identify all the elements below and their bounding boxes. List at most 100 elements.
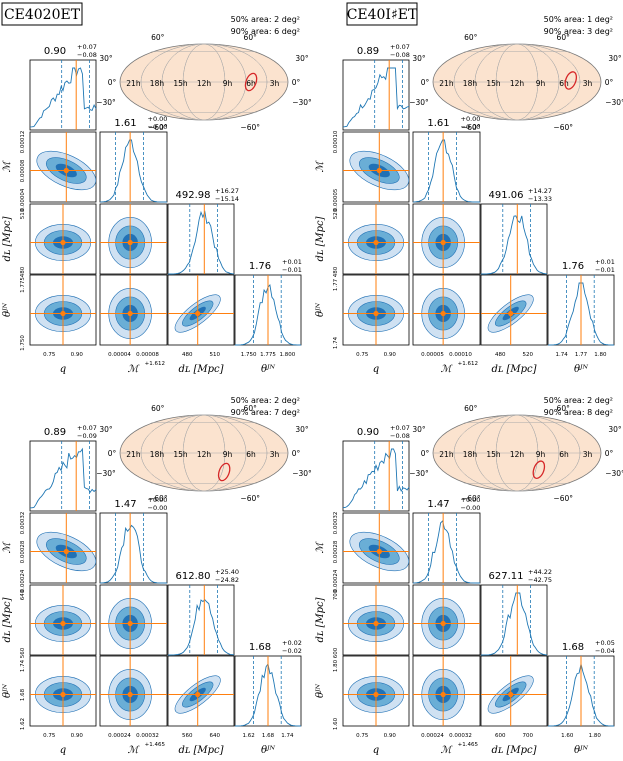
x-tick-label: 1.62 (242, 733, 254, 739)
marginal-frame (167, 584, 235, 656)
sky-ra-label-9h: 9h (536, 450, 546, 459)
y-axis-label-2: dʟ [Mpc] (2, 597, 13, 642)
y-tick-label: 640 (20, 589, 26, 600)
marginal-title-plus: +16.27 (215, 187, 239, 195)
sky-dec-label-0: 0° (292, 449, 301, 458)
sky-ra-label-6h: 6h (246, 450, 256, 459)
marginal-frame (342, 440, 410, 512)
y-tick-label: 480 (20, 266, 26, 277)
x-axis-label-2: ℳ (128, 364, 140, 375)
x-axis-label-2: ℳ (128, 745, 140, 756)
marginal-title-value: 627.11 (489, 571, 524, 582)
sky-dec-label-0: 0° (292, 78, 301, 87)
detector-tag: CE40I♯ET (346, 2, 418, 26)
y-tick-label: 1.775 (20, 277, 26, 293)
sky-dec-label-m60: −60° (553, 494, 573, 503)
marginal-title-plus: +0.01 (595, 258, 615, 266)
sky-dec-label-0: 0° (605, 449, 614, 458)
sky-dec-label-60: 60° (557, 404, 571, 413)
joint-panel-1-0 (342, 131, 410, 203)
sky-ra-label-6h: 6h (559, 450, 569, 459)
x-axis-label-1: q (60, 745, 66, 756)
x-tick-label: 0.90 (384, 733, 397, 739)
x-offset-label: +1.465 (145, 742, 166, 748)
marginal-panel-4: 1.76+0.01−0.01 (234, 258, 302, 346)
marginal-title-value: 1.61 (427, 118, 449, 129)
marginal-title-minus: −0.00 (148, 504, 168, 512)
x-axis-label-4: θᴶᴺ (261, 364, 276, 375)
y-axis-label-3: θᴶᴺ (2, 683, 13, 698)
sky-ra-label-15h: 15h (173, 450, 188, 459)
sky-dec-label-30: 30° (412, 54, 426, 63)
y-tick-label: 480 (333, 266, 339, 277)
sky-localization-contour (564, 71, 578, 90)
joint-panel-3-0 (29, 655, 97, 727)
marginal-title-plus: +0.02 (282, 639, 302, 647)
y-tick-label: 0.00024 (333, 569, 339, 592)
marginal-title-value: 1.61 (114, 118, 136, 129)
sky-dec-label-m30: −30° (409, 469, 429, 478)
x-offset-label: +1.612 (458, 361, 478, 367)
x-axis-label-1: q (373, 745, 379, 756)
sky-dec-label-60: 60° (151, 404, 165, 413)
y-tick-label: 1.74 (20, 659, 26, 672)
marginal-frame (99, 512, 168, 584)
y-tick-label: 0.00032 (20, 512, 26, 535)
marginal-title-plus: +0.00 (148, 496, 168, 504)
sky-ra-label-18h: 18h (150, 79, 165, 88)
x-tick-label: 0.75 (43, 733, 56, 739)
x-tick-label: 1.800 (280, 352, 296, 358)
marginal-histogram (413, 139, 480, 203)
x-tick-label: 0.00024 (421, 733, 444, 739)
marginal-panel-2: 1.61+0.00−0.00 (99, 115, 167, 203)
sky-dec-label-30: 30° (608, 54, 622, 63)
sky-map-meridian (453, 43, 581, 121)
x-axis-label-1: q (373, 364, 379, 375)
y-tick-label: 0.00005 (333, 188, 339, 211)
y-tick-label: 700 (333, 589, 339, 600)
x-axis-label-2: ℳ (441, 364, 453, 375)
joint-panel-2-0 (342, 203, 410, 275)
detector-tag-label: CE4020ET (4, 7, 81, 23)
sky-ra-label-15h: 15h (173, 79, 188, 88)
sky-ra-label-9h: 9h (223, 450, 233, 459)
x-tick-label: 0.90 (384, 352, 397, 358)
y-axis-label-3: θᴶᴺ (2, 302, 13, 317)
marginal-frame (412, 131, 481, 203)
marginal-title-minus: −24.82 (215, 576, 239, 584)
x-axis-label-2: ℳ (441, 745, 453, 756)
joint-panel-3-0 (342, 655, 410, 727)
marginal-title-minus: −0.00 (461, 504, 481, 512)
marginal-panel-3: 491.06+14.27−13.33 (480, 187, 552, 275)
x-axis-label-4: θᴶᴺ (261, 745, 276, 756)
y-tick-label: 1.80 (333, 659, 339, 672)
marginal-title-minus: −0.08 (77, 51, 97, 59)
y-tick-label: 600 (333, 647, 339, 658)
x-offset-label: +1.612 (145, 361, 165, 367)
joint-panel-3-0 (29, 274, 97, 346)
x-tick-label: 0.75 (43, 352, 56, 358)
joint-panel-2-1 (412, 584, 481, 656)
sky-dec-label-30: 30° (295, 54, 309, 63)
x-tick-label: 0.00032 (449, 733, 472, 739)
sky-ra-label-21h: 21h (126, 450, 141, 459)
y-tick-label: 1.74 (333, 336, 339, 349)
x-tick-label: 0.90 (71, 733, 84, 739)
y-axis-label-3: θᴶᴺ (315, 683, 326, 698)
marginal-histogram (342, 67, 410, 128)
marginal-histogram (30, 447, 97, 509)
marginal-histogram (29, 67, 97, 128)
marginal-title-value: 0.89 (357, 46, 379, 57)
marginal-title-value: 1.76 (562, 261, 584, 272)
marginal-histogram (412, 520, 480, 584)
x-tick-label: 0.00032 (136, 733, 159, 739)
x-tick-label: 0.00010 (449, 352, 472, 358)
x-tick-label: 0.75 (356, 352, 369, 358)
sky-dec-label-m30: −30° (292, 98, 312, 107)
x-tick-label: 0.00005 (421, 352, 444, 358)
marginal-title-value: 1.68 (249, 642, 271, 653)
